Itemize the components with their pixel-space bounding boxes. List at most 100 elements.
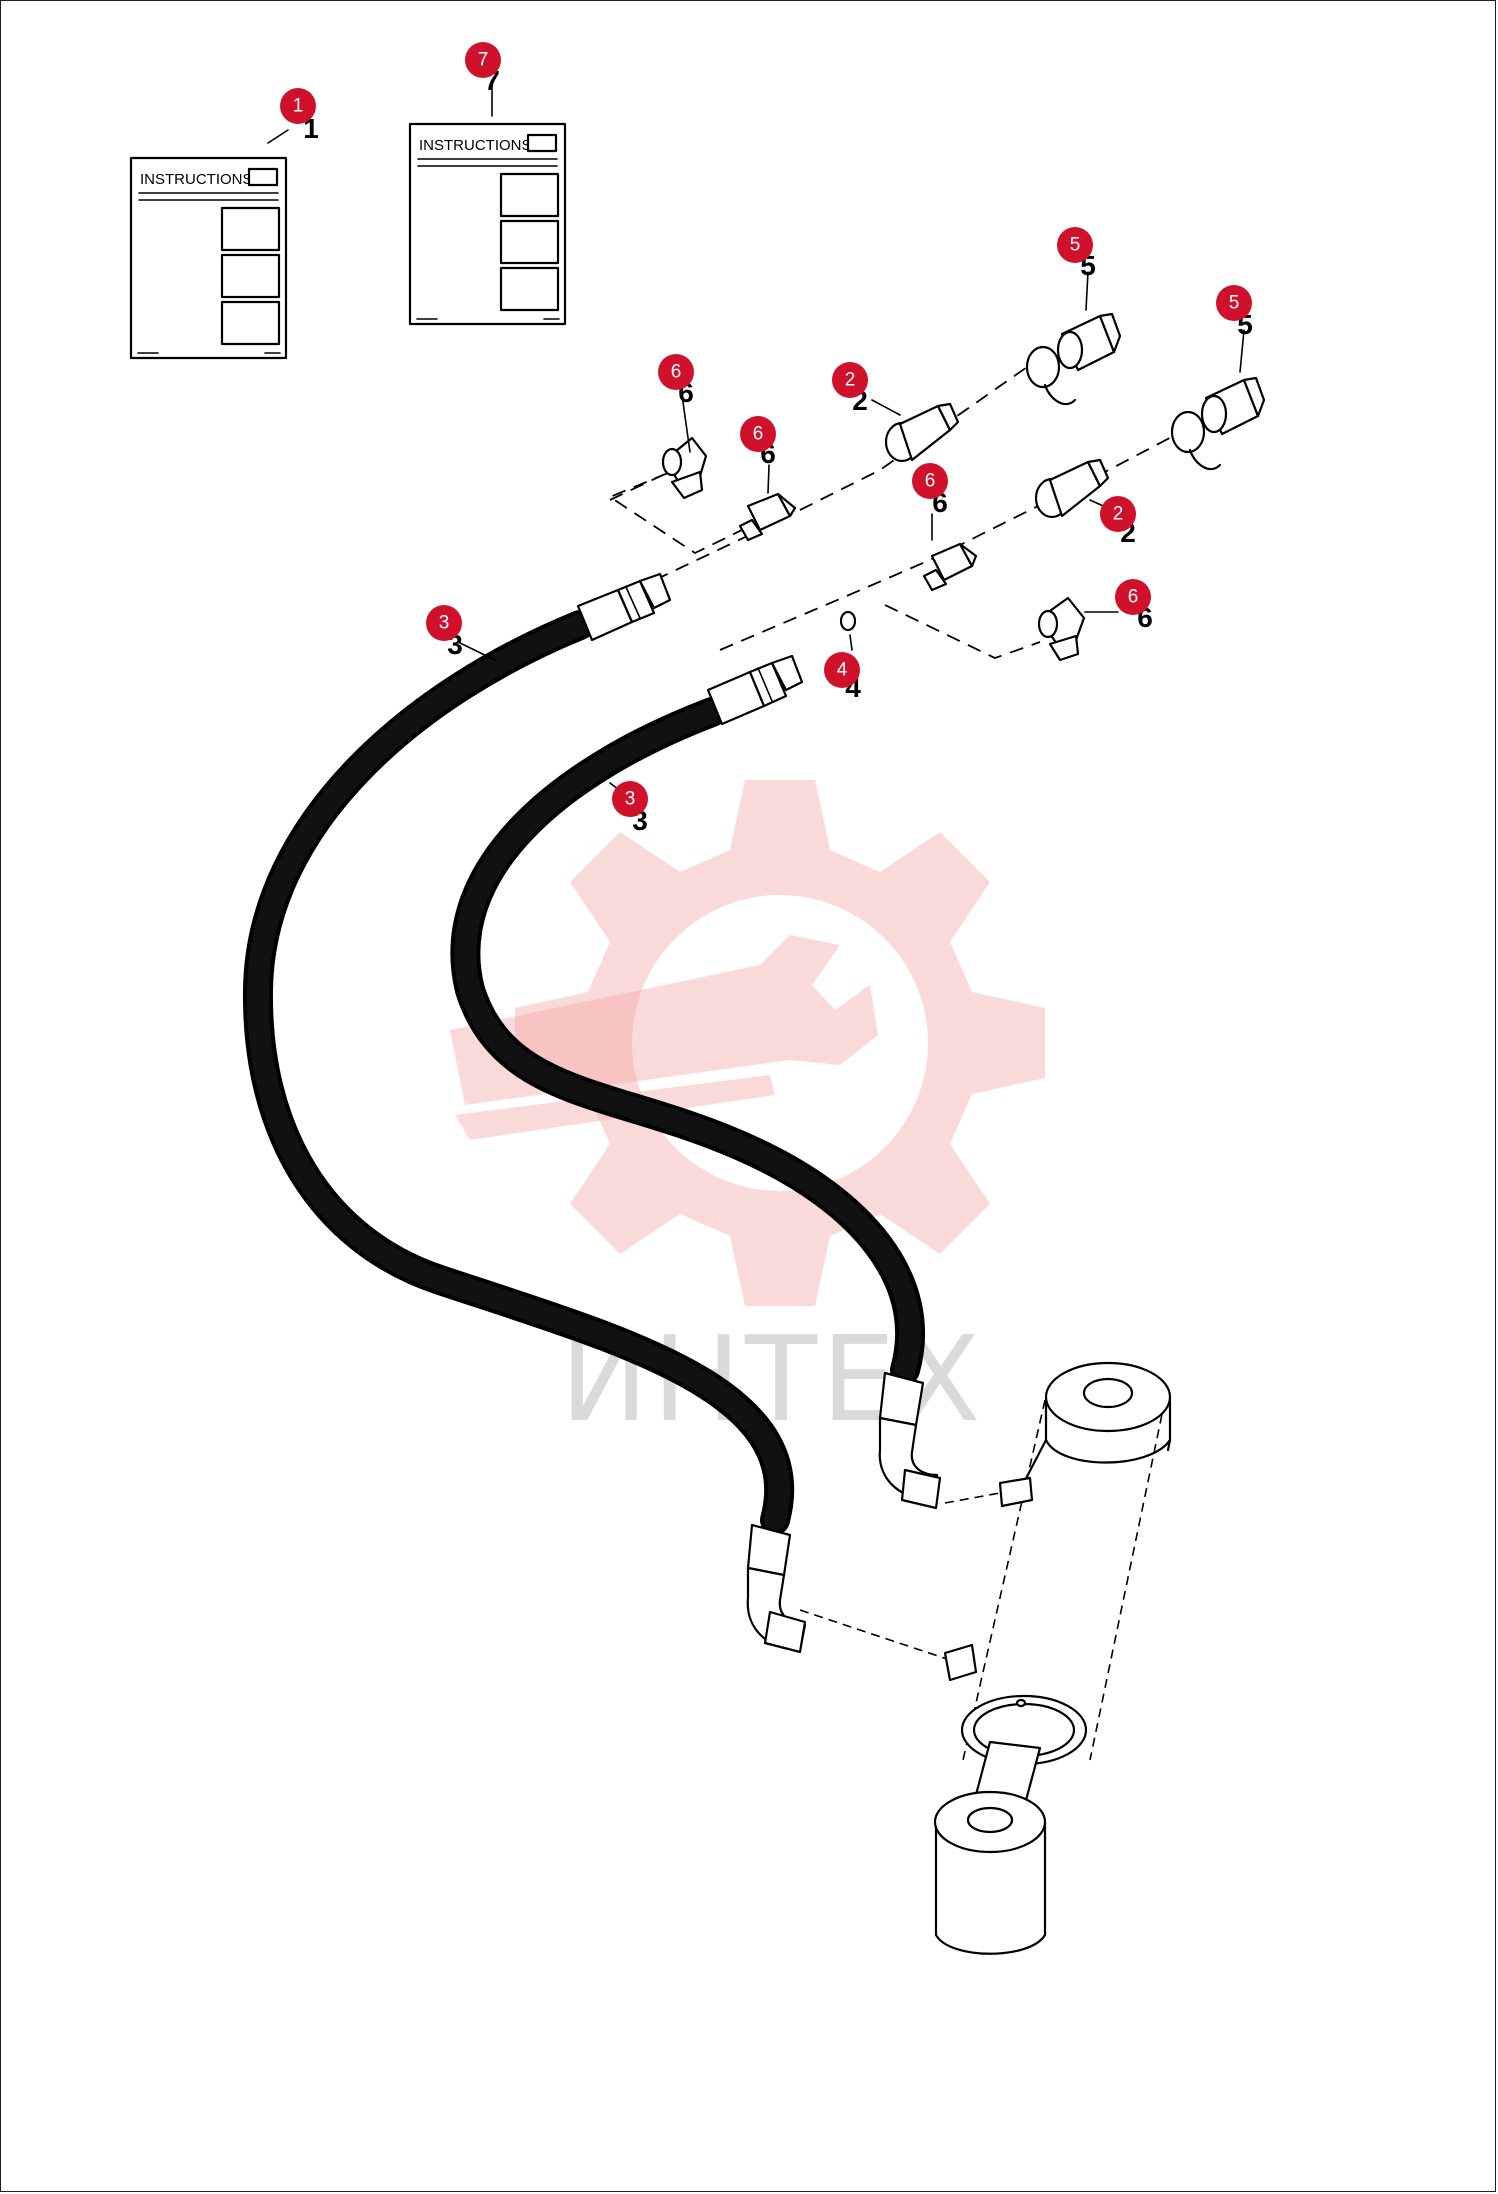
callout-1[interactable]: 1 — [280, 88, 316, 124]
callout-6b[interactable]: 6 — [740, 416, 776, 452]
adapter-tip — [958, 542, 978, 568]
straight-adapter-6b — [738, 492, 797, 542]
elbow-nut — [763, 1610, 807, 1654]
cap-strap — [1188, 448, 1222, 471]
callout-label: 6 — [671, 362, 682, 383]
callout-6d[interactable]: 6 — [1115, 579, 1151, 615]
callout-label: 2 — [1113, 504, 1124, 525]
leader-lines — [459, 271, 1245, 801]
leader-line — [767, 464, 770, 494]
watermark-wrench — [450, 935, 878, 1105]
hex-edge — [625, 586, 641, 619]
leader-line — [849, 634, 853, 651]
callout-circle — [740, 416, 776, 452]
hydraulic-hoses — [242, 610, 925, 1535]
callout-circle — [1216, 285, 1252, 321]
coupler-tail — [1242, 376, 1266, 418]
quick-coupler-female-5a — [1025, 312, 1122, 406]
callout-label: 6 — [1128, 587, 1139, 608]
elbow-port — [661, 447, 683, 477]
sheet-1-title: INSTRUCTIONS — [140, 171, 253, 188]
adapter-thread — [738, 518, 764, 542]
callout-4[interactable]: 4 — [824, 652, 860, 688]
leader-line-1 — [267, 129, 289, 144]
sheet-7-figure — [499, 219, 560, 265]
hose-fitting-lower-1 — [746, 1523, 807, 1654]
callout-label: 1 — [293, 96, 304, 117]
cylinder-edge-hidden — [1089, 1399, 1166, 1761]
callout-label: 6 — [925, 471, 936, 492]
elbow-thread — [1048, 634, 1080, 662]
port-line-lower — [799, 1609, 951, 1661]
hose-3b-core — [454, 701, 921, 1381]
ferrule — [878, 1371, 925, 1427]
coupler-tail — [1098, 312, 1122, 354]
nut-face — [770, 654, 804, 692]
hose-fitting-upper-2 — [706, 654, 804, 726]
callout-7[interactable]: 7 — [465, 42, 501, 78]
hydraulic-cylinder — [933, 1361, 1172, 1955]
callout-6a[interactable]: 6 — [658, 354, 694, 390]
callout-label: 2 — [845, 370, 856, 391]
callout-5a[interactable]: 5 — [1057, 227, 1093, 263]
coupler-tip — [1086, 458, 1110, 488]
callout-label: 3 — [439, 613, 450, 634]
nut-face — [638, 572, 672, 610]
watermark-gear-logo: ИНТЕХ — [450, 780, 1045, 1448]
leader-line — [1085, 271, 1089, 311]
sheet-1-figure — [220, 206, 281, 252]
rod-eye-hole — [966, 1806, 1014, 1834]
assembly-line-elbow-a — [608, 472, 751, 555]
adapter-thread — [922, 568, 948, 592]
callout-circle — [832, 362, 868, 398]
callout-3a[interactable]: 3 — [426, 605, 462, 641]
adapter-tip — [776, 492, 797, 518]
quick-coupler-male-2a — [884, 402, 960, 463]
callout-circle — [1057, 227, 1093, 263]
callout-circle — [280, 88, 316, 124]
rod-end — [934, 1822, 1047, 1955]
sheet-7-figure — [499, 266, 560, 312]
cylinder-outline — [1166, 1438, 1172, 1452]
callout-5b[interactable]: 5 — [1216, 285, 1252, 321]
callout-2b[interactable]: 2 — [1100, 496, 1136, 532]
coupler-mouth — [1056, 330, 1084, 370]
callout-3b[interactable]: 3 — [612, 781, 648, 817]
orifice — [839, 610, 857, 632]
hose-3-core — [246, 614, 791, 1531]
hose-fitting-upper-1 — [576, 572, 672, 642]
cylinder-edge-hidden — [962, 1399, 1046, 1761]
sheet-7-title: INSTRUCTIONS — [419, 137, 532, 154]
dust-cap — [1025, 345, 1061, 389]
assembly-line-upper — [654, 364, 1031, 581]
port-line-upper — [944, 1492, 1001, 1504]
callout-6c[interactable]: 6 — [912, 463, 948, 499]
sheet-1-figure — [220, 300, 281, 346]
callout-label: 6 — [753, 424, 764, 445]
sheet-1-logo-box — [247, 167, 279, 187]
cylinder-port-upper — [998, 1476, 1034, 1508]
elbow-adapter-6a — [661, 436, 708, 500]
callout-circle — [1115, 579, 1151, 615]
leader-line — [681, 394, 691, 453]
instruction-sheet-7: INSTRUCTIONS — [408, 79, 567, 326]
hex-edge — [757, 667, 773, 702]
hose-fitting-lower-2 — [878, 1371, 942, 1510]
callout-2a[interactable]: 2 — [832, 362, 868, 398]
gland-screw — [1015, 1698, 1027, 1708]
elbow-adapter-6d — [1037, 596, 1086, 662]
hex-nut — [616, 579, 656, 624]
leader-line — [459, 642, 496, 661]
cylinder-eye-hole — [1082, 1377, 1134, 1409]
ferrule — [746, 1523, 792, 1577]
callout-circle — [1100, 496, 1136, 532]
quick-coupler-male-2b — [1034, 458, 1110, 519]
callout-circle — [658, 354, 694, 390]
callout-label: 3 — [625, 789, 636, 810]
elbow-thread — [670, 470, 704, 500]
coupler-tip — [936, 402, 960, 432]
callout-circle — [824, 652, 860, 688]
sheet-1-figure — [220, 253, 281, 299]
elbow-port — [1037, 609, 1059, 639]
